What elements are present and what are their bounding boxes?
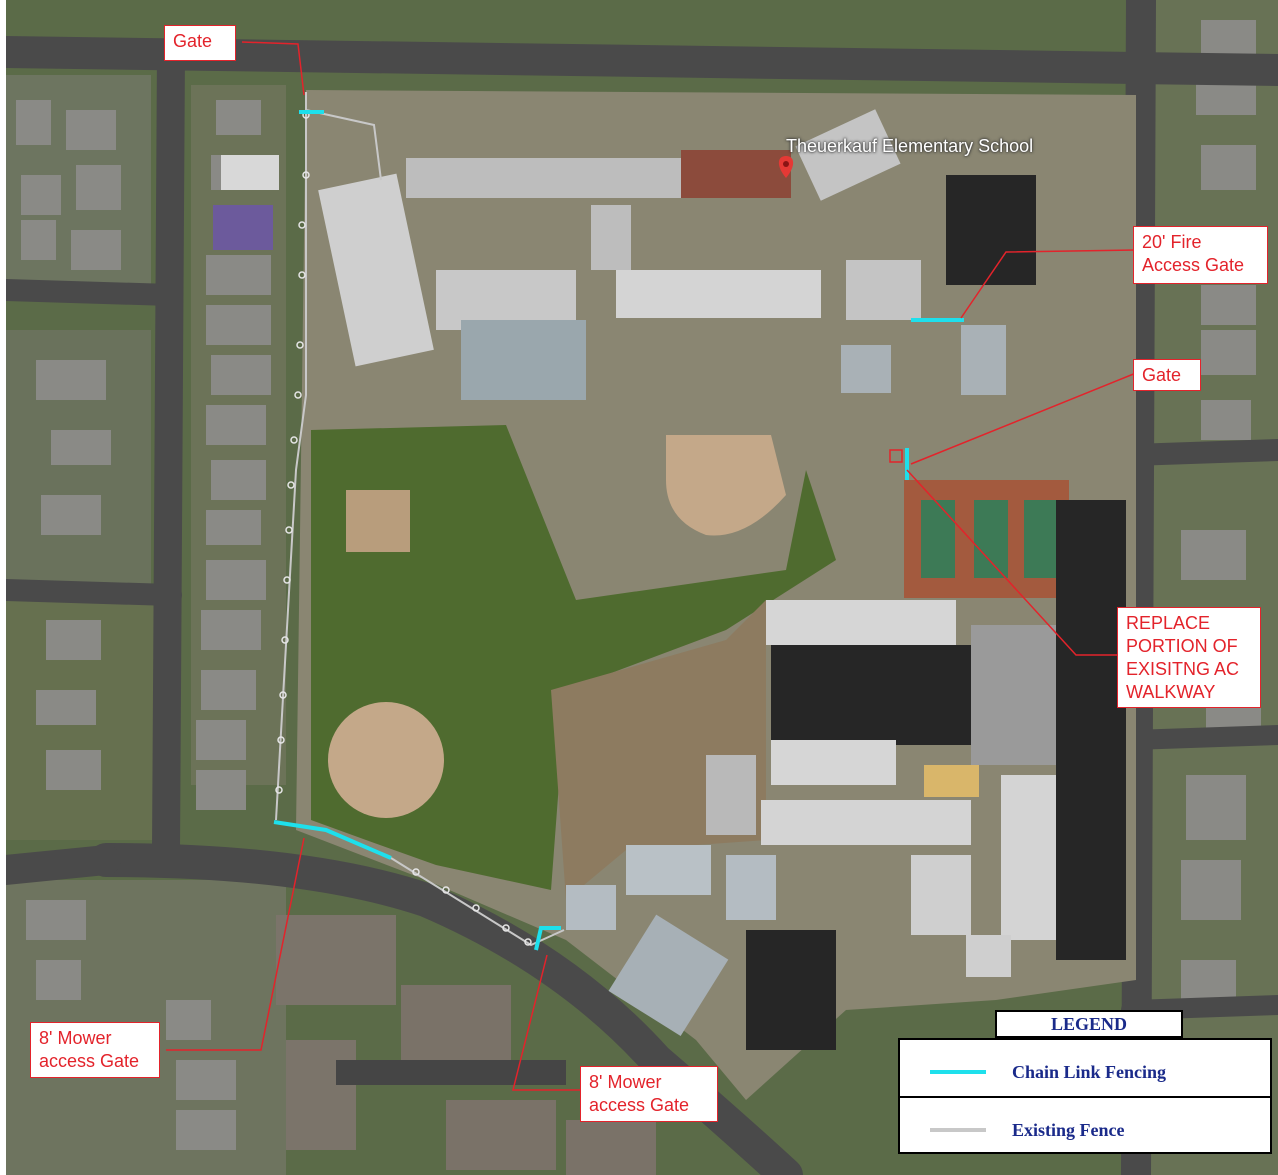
legend-swatch-existing-fence bbox=[930, 1128, 986, 1132]
school-buildings bbox=[318, 109, 1056, 1036]
legend-label-existing-fence: Existing Fence bbox=[1012, 1120, 1125, 1140]
chain-link-fencing bbox=[273, 110, 964, 951]
apartments-bottom bbox=[276, 915, 656, 1175]
callout-replace-walkway: REPLACE PORTION OF EXISITNG AC WALKWAY bbox=[1117, 607, 1261, 708]
callout-leaders bbox=[166, 41, 1137, 1091]
parking-lots bbox=[746, 175, 1126, 1050]
callout-mower-gate-bottom: 8' Mower access Gate bbox=[580, 1066, 718, 1122]
neighborhood-left bbox=[6, 75, 286, 1175]
existing-fence bbox=[275, 92, 565, 947]
callout-mower-gate-left: 8' Mower access Gate bbox=[30, 1022, 160, 1078]
callout-fire-access-gate: 20' Fire Access Gate bbox=[1133, 226, 1268, 284]
legend-item-existing-fence: Existing Fence bbox=[900, 1098, 1270, 1154]
callout-gate-top: Gate bbox=[164, 25, 236, 61]
aerial-map[interactable] bbox=[6, 0, 1278, 1175]
sand-court bbox=[346, 490, 410, 552]
gate-marker bbox=[889, 449, 903, 463]
legend: Chain Link Fencing Existing Fence bbox=[898, 1038, 1272, 1154]
legend-label-chain-link: Chain Link Fencing bbox=[1012, 1062, 1167, 1082]
legend-item-chain-link: Chain Link Fencing bbox=[900, 1040, 1270, 1098]
school-name-label: Theuerkauf Elementary School bbox=[786, 136, 1034, 156]
legend-title: LEGEND bbox=[995, 1010, 1183, 1038]
location-pin-icon[interactable] bbox=[778, 156, 794, 178]
ball-diamond-right bbox=[666, 435, 786, 536]
legend-swatch-chain-link bbox=[930, 1070, 986, 1074]
callout-gate-right: Gate bbox=[1133, 359, 1201, 391]
ball-diamond-left bbox=[328, 702, 444, 818]
